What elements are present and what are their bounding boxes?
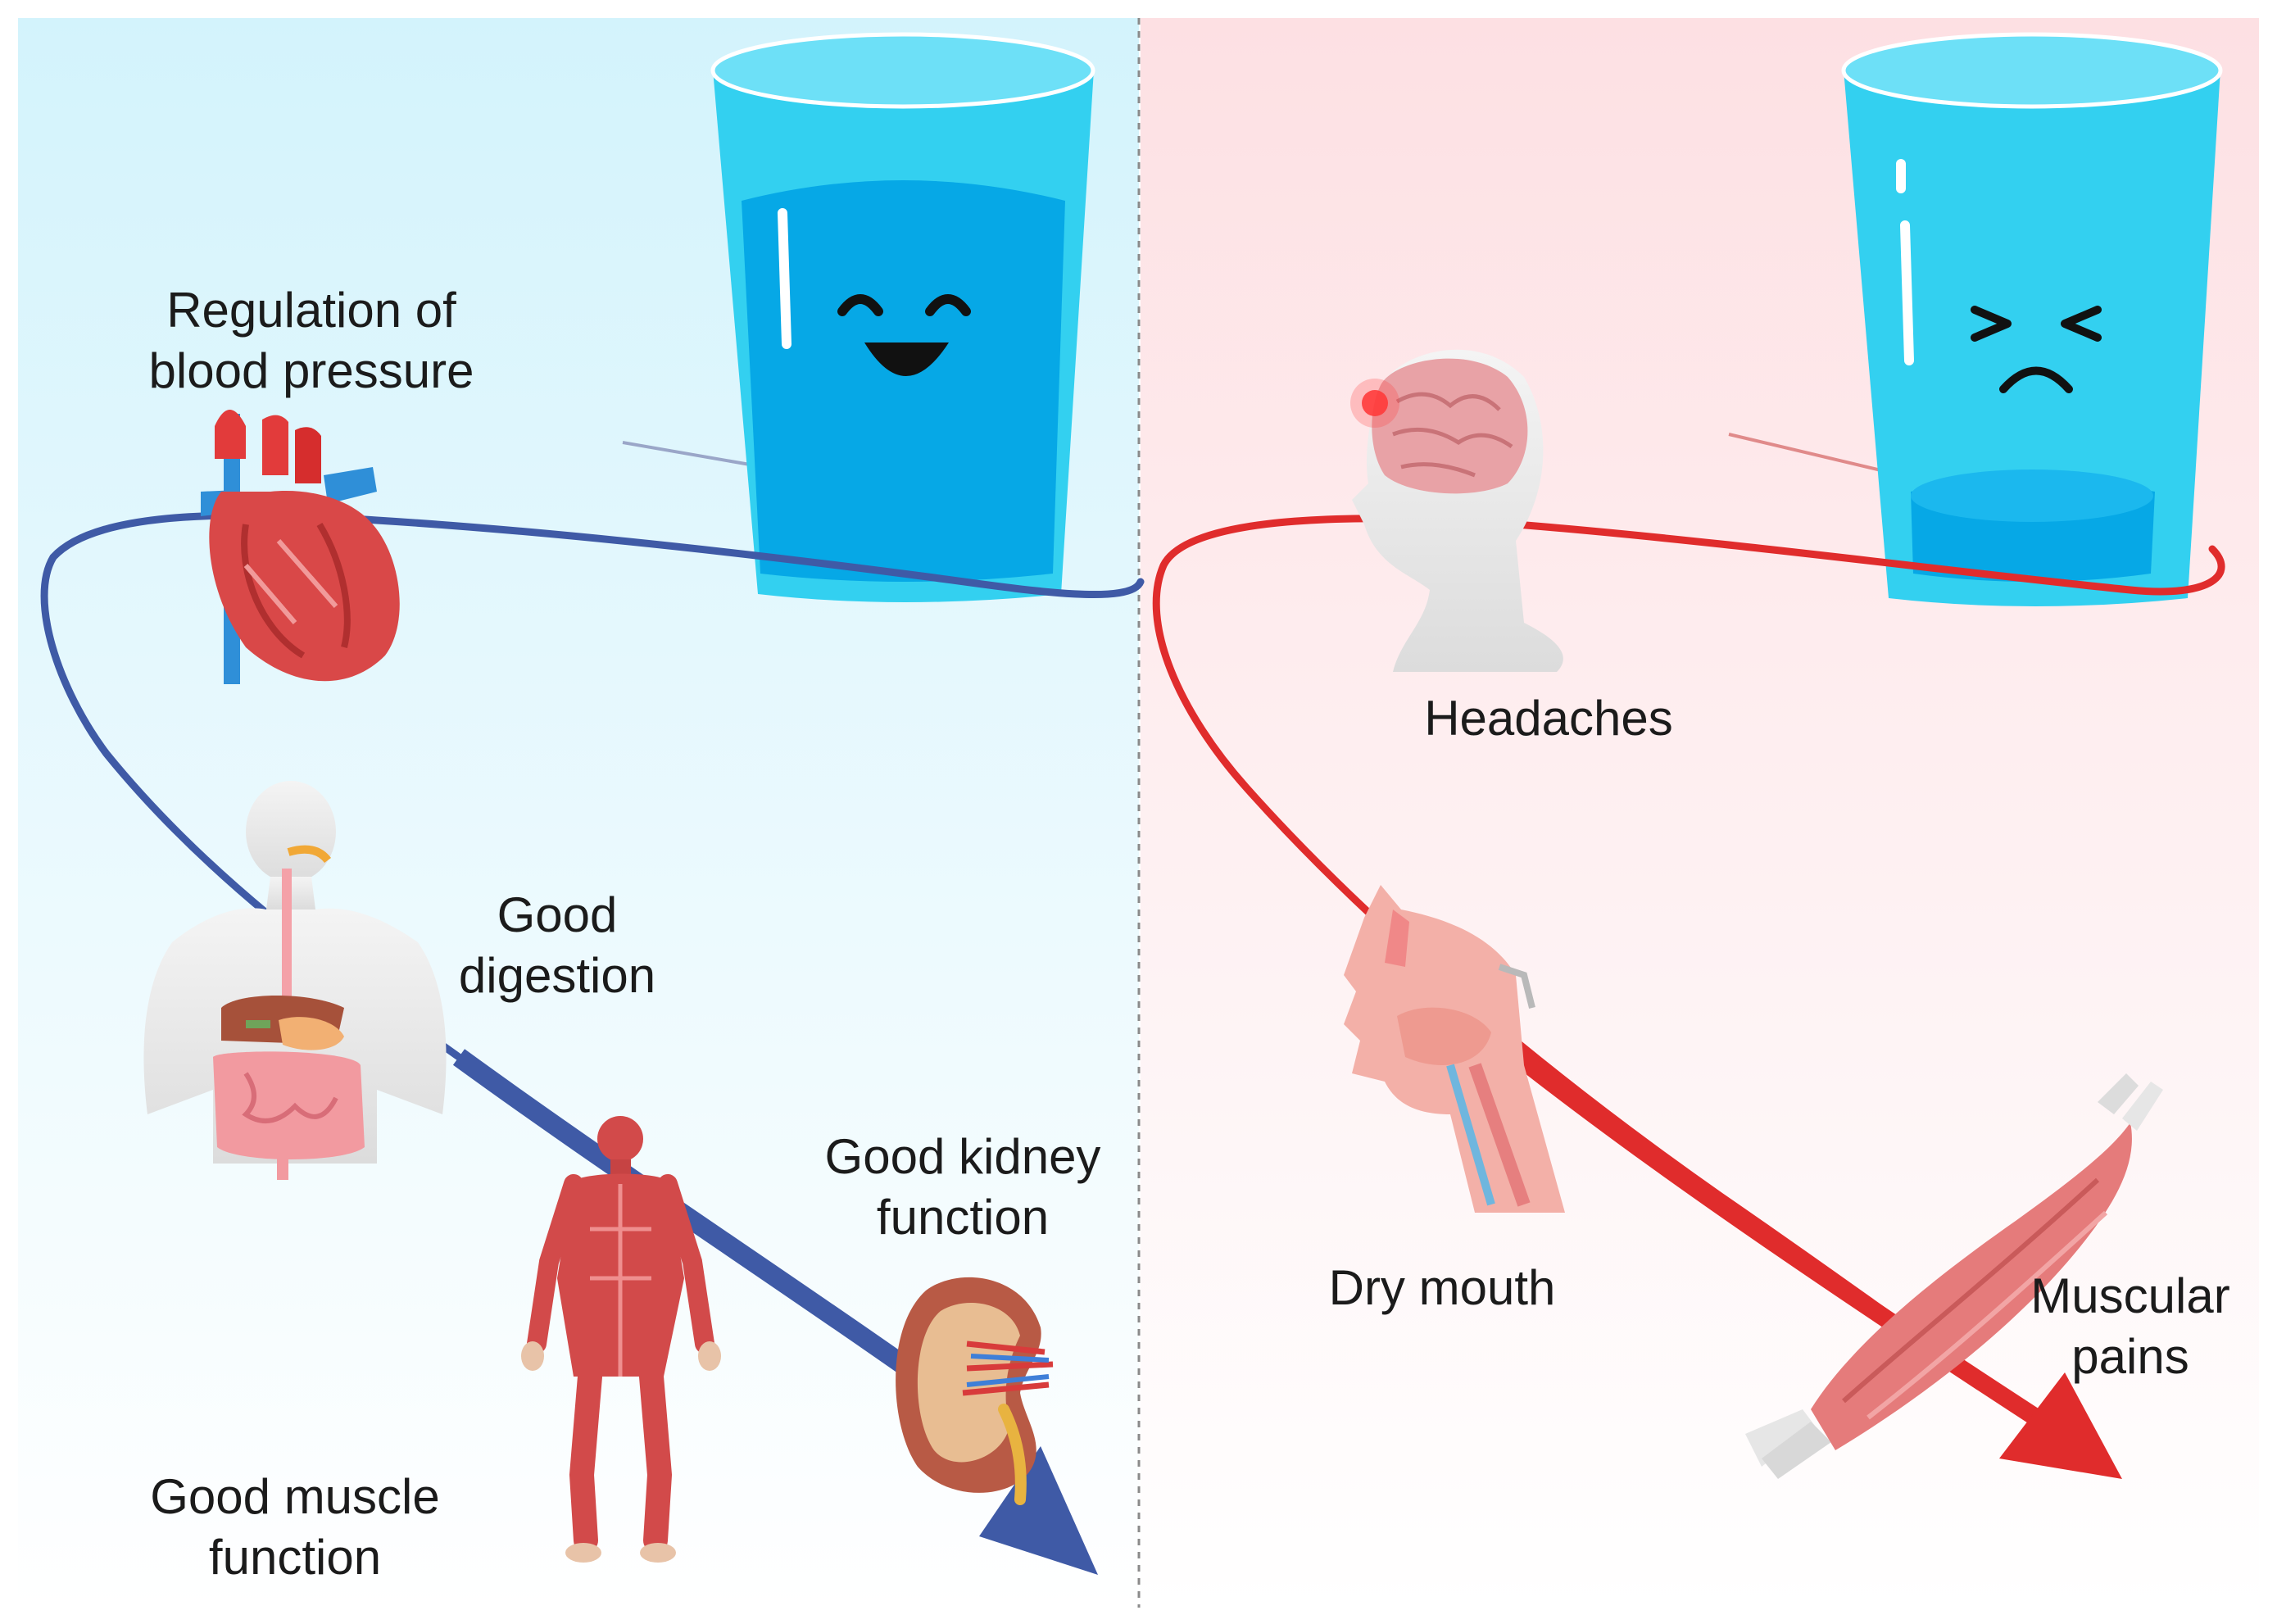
label-kidney: Good kidney function	[824, 1129, 1101, 1245]
label-digestion: Good digestion	[458, 887, 656, 1003]
mouth-throat-icon	[1344, 885, 1565, 1213]
kidney-icon	[896, 1277, 1054, 1505]
dehydrated-arrowhead	[1999, 1372, 2122, 1479]
head-brain-icon	[1350, 349, 1563, 672]
label-headaches: Headaches	[1424, 691, 1673, 746]
hydrated-arrowhead	[979, 1446, 1098, 1575]
label-muscular-pains: Muscular pains	[2030, 1268, 2230, 1384]
label-dry-mouth: Dry mouth	[1328, 1260, 1556, 1315]
muscular-body-icon	[521, 1116, 721, 1563]
sad-empty-glass-icon	[1841, 32, 2223, 606]
label-blood-pressure: Regulation of blood pressure	[148, 283, 474, 398]
happy-water-glass-icon	[710, 32, 1095, 602]
digestive-system-icon	[143, 781, 447, 1180]
heart-icon	[201, 410, 400, 684]
table-line-right	[1728, 433, 1885, 473]
label-muscle-function: Good muscle function	[150, 1469, 440, 1585]
muscle-icon	[1745, 1073, 2163, 1479]
